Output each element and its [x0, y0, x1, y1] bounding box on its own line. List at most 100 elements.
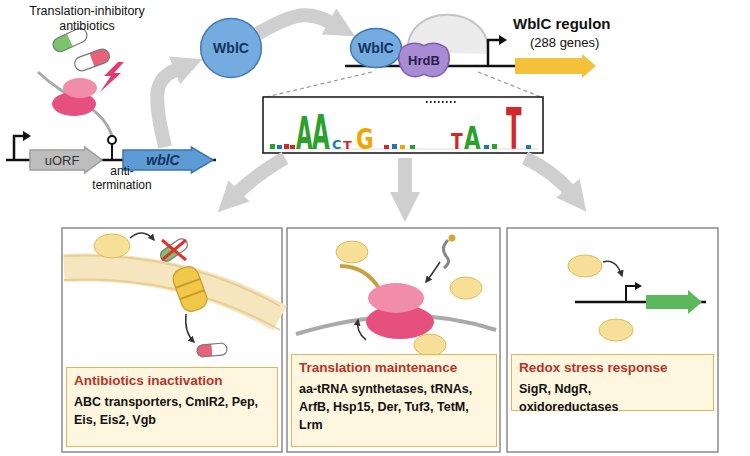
box-body: SigR, NdgR, oxidoreductases: [519, 380, 649, 416]
inactivated-antibiotic: [158, 236, 189, 263]
ribosome: [63, 78, 97, 98]
panel-frame: [62, 228, 282, 452]
zoom-line: [478, 72, 541, 97]
wblc-target-protein: [599, 319, 633, 341]
protein-circle: WblC: [200, 18, 262, 78]
inhibition-bolt: [100, 62, 124, 92]
panel-frame: [507, 228, 718, 452]
terminator-hairpin: [108, 136, 116, 144]
box-title: Redox stress response: [519, 360, 668, 375]
sigma-factor-shape-fill: [399, 43, 450, 76]
logo-minor-letters: [270, 144, 275, 149]
gene-arrow-fill: [123, 147, 213, 173]
function-box: Redox stress responseSigR, NdgR, oxidore…: [511, 354, 714, 411]
wblc-target-protein: [336, 241, 368, 263]
antibiotic-pill: [197, 343, 228, 358]
antibiotic-pill: [73, 47, 112, 72]
logo-letter: G: [356, 125, 374, 154]
promoter-arrow: [499, 35, 507, 45]
logo-letter: C: [332, 139, 341, 151]
flow-arrow: [232, 158, 285, 198]
action-arrow: [130, 233, 154, 240]
cross-mark: [162, 240, 186, 260]
action-arrow: [603, 261, 622, 276]
promoter-arrow: [14, 136, 24, 160]
flow-arrow: [157, 67, 184, 147]
wblc-target-protein: [568, 255, 602, 277]
text-holder: WblC: [350, 28, 402, 68]
logo-letter: T: [343, 140, 352, 151]
annotation-text: WblC regulon: [513, 15, 693, 33]
abc-transporter: [180, 290, 204, 299]
zoom-line: [266, 72, 372, 97]
antibiotic-pill: [197, 343, 228, 358]
text-holder: Redox stress responseSigR, NdgR, oxidore…: [512, 355, 713, 410]
abc-transporter: [170, 264, 209, 314]
cross-mark: [162, 240, 186, 260]
action-arrow: [186, 314, 194, 342]
logo-minor-letters: [290, 145, 295, 149]
ribosome: [366, 283, 434, 339]
protein-circle-fill: [201, 19, 262, 78]
terminator-hairpin: [111, 144, 113, 160]
function-box: Translation maintenanceaa-tRNA synthetas…: [291, 354, 497, 447]
flow-arrow: [258, 15, 338, 33]
action-arrow: [426, 262, 440, 282]
protein-circle: WblC: [350, 28, 402, 68]
promoter-arrow: [626, 282, 642, 302]
logo-letter: A: [296, 112, 313, 156]
inactivated-antibiotic: [158, 236, 189, 263]
terminator-hairpin: [108, 136, 116, 160]
gene-arrow: uORF: [30, 147, 102, 173]
wblc-target-protein: [414, 334, 446, 356]
text-holder: HrdB: [396, 40, 452, 80]
abc-transporter: [170, 264, 209, 314]
flow-arrow: [525, 158, 574, 196]
promoter-arrow: [23, 131, 31, 141]
cross-mark: [162, 240, 186, 260]
sigma-factor-shape: HrdB: [396, 40, 452, 80]
node-label: wblC: [146, 152, 189, 168]
trna: [443, 235, 455, 269]
node-label: WblC: [358, 40, 394, 56]
node-label: uORF: [45, 153, 88, 168]
logo-letter: T: [451, 132, 463, 153]
wblc-target-protein: [94, 234, 130, 258]
target-gene-arrow: [515, 54, 596, 78]
flow-arrow: [398, 158, 412, 202]
box-body: ABC transporters, CmlR2, Pep, Eis, Eis2,…: [74, 393, 270, 429]
cell-membrane: [64, 255, 280, 330]
logo-minor-letters: [277, 145, 282, 149]
wblc-target-protein: [450, 277, 482, 299]
logo-letter: A: [464, 122, 481, 154]
text-holder: WblC: [200, 18, 262, 78]
node-label: WblC: [213, 40, 249, 56]
trna: [449, 235, 456, 242]
annotation-text: (288 genes): [530, 35, 650, 51]
action-arrow: [358, 320, 366, 340]
ribosome: [52, 78, 97, 116]
promoter-arrow: [488, 35, 507, 66]
box-title: Antibiotics inactivation: [74, 373, 223, 388]
text-holder: uORF: [30, 147, 102, 173]
logo-minor-letters: [392, 144, 397, 149]
cell-membrane: [64, 267, 280, 318]
antibiotic-pill: [73, 47, 112, 72]
gene-arrow-fill: [30, 147, 102, 173]
target-gene-arrow: [646, 290, 702, 314]
promoter-arrow: [14, 131, 31, 160]
box-title: Translation maintenance: [299, 360, 457, 375]
promoter-arrow: [488, 40, 500, 66]
text-holder: Translation maintenanceaa-tRNA synthetas…: [292, 355, 496, 446]
logo-letter: T: [506, 100, 522, 158]
logo-minor-letters: [284, 144, 289, 149]
cell-membrane: [64, 279, 280, 330]
gene-arrow: wblC: [123, 147, 213, 173]
logo-minor-letters: [410, 145, 415, 149]
logo-minor-letters: [484, 145, 489, 149]
trna: [443, 240, 448, 268]
protein-circle-fill: [351, 28, 402, 67]
